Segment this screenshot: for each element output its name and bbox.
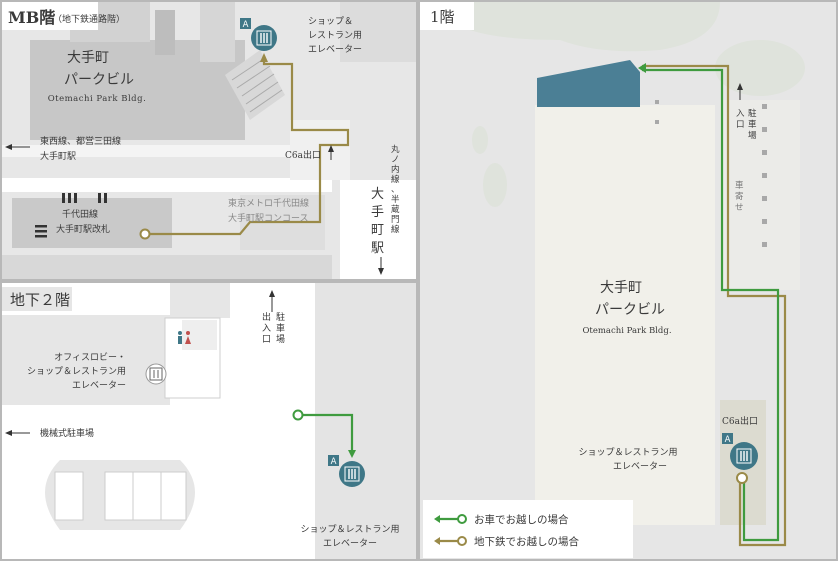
b2-floor-panel: 地下２階 オフィスロビー・ ショップ＆レストラン用 エレベーター 駐車場 出入口… [2,283,416,559]
mb-subtitle: （地下鉄通路階） [53,13,125,25]
mb-chiyoda-label-2: 大手町駅改札 [56,223,110,235]
f1-elevator-label-2: エレベーター [613,461,667,472]
mb-title: MB階 [8,8,55,27]
f1-elevator-badge: A [725,435,731,445]
mb-lower-block [2,255,332,279]
f1-title-box [420,2,474,30]
f1-route-arrow [638,63,646,73]
mb-route-arrow [260,53,268,62]
f1-drop-off-lane [720,100,800,290]
mb-corridor-upper [2,145,302,157]
f1-frame [418,0,838,561]
parking-bay [160,471,187,521]
mb-building-name-2: パークビル [64,72,134,88]
f1-route-start [736,472,748,484]
mb-elevator-label-2: レストラン用 [308,30,362,41]
mb-corridor-main [2,178,332,192]
parking-bay [104,471,134,521]
b2-title-box [2,287,72,311]
mb-staircase [225,50,285,120]
mb-frame [0,0,418,281]
b2-elevator-badge: A [331,457,337,467]
b2-office-label-1: オフィスロビー・ [54,352,126,363]
legend-car: お車でお越しの場合 [434,513,569,526]
mb-subway-route [145,56,350,236]
mb-exit-label: C6a出口 [285,149,321,161]
v1: 丸 [391,144,400,155]
parking-bay [54,471,84,521]
tree-area [460,2,720,52]
mb-tozai-label-1: 東西線、都営三田線 [40,135,121,147]
b2-parking-entrance: 駐車場 出入口 [262,311,288,345]
mb-elevator-label-3: エレベーター [308,44,362,55]
b2-elevator-label-1: ショップ＆レストラン用 [300,524,399,535]
f1-building-floor [535,105,715,525]
f1-building-name-en: Otemachi Park Bldg. [582,326,671,336]
mb-corridor-east [340,180,416,279]
f1-elevator-label-1: ショップ＆レストラン用 [578,447,677,458]
tree-area [483,163,507,207]
mb-elevator-badge: A [243,20,249,30]
mb-elevator-label-1: ショップ＆ [308,16,353,27]
mb-otemachi-station: 大手町駅 [371,187,384,256]
legend-box [423,500,633,558]
tree-area [715,40,805,96]
mb-route-start [139,228,151,240]
f1-pillar-dots [655,100,767,247]
mb-pillar [155,10,175,55]
f1-building-name-1: 大手町 [600,280,642,296]
b2-area-north [170,283,230,318]
b2-office-label-3: エレベーター [72,380,126,391]
b2-office-label-2: ショップ＆レストラン用 [27,366,126,377]
b2-restroom-box [182,320,217,350]
f1-exit-label: C6a出口 [722,415,758,427]
b2-route-arrow [348,450,356,458]
mb-building-name-1: 大手町 [67,50,109,66]
legend-subway-label: 地下鉄でお越しの場合 [474,535,579,548]
f1-floor-panel: 1階 大手町 パークビル Otemachi Park Bldg. 入口 駐車場 … [420,2,836,559]
b2-area-east [315,283,416,559]
mb-concourse-label-1: 東京メトロ千代田線 [228,197,309,209]
f1-title: 1階 [430,8,455,26]
mb-tozai-label-2: 大手町駅 [40,150,76,162]
b2-elevator-icon: A [328,455,365,487]
mb-ticket-gate-icon [35,193,107,238]
b2-car-route [298,413,354,452]
parking-bay [132,471,162,521]
mb-right-block [340,2,416,62]
mb-concourse-label-2: 大手町駅コンコース [228,212,309,224]
b2-elevator-label-2: エレベーター [323,538,377,549]
f1-building-roof [537,60,640,107]
mb-title-box [2,2,98,30]
legend-subway: 地下鉄でお越しの場合 [434,535,579,548]
restroom-icon [178,331,191,344]
legend-car-label: お車でお越しの場合 [474,513,569,526]
f1-subway-route [642,64,787,547]
mb-floor-panel: MB階 （地下鉄通路階） 大手町 パークビル Otemachi Park Bld… [2,2,416,279]
mb-building-annex [200,2,235,62]
f1-car-stop: 車寄せ [735,180,744,213]
mb-chiyoda-block [12,198,172,248]
b2-title: 地下２階 [10,291,70,309]
b2-mech-parking-label: 機械式駐車場 [40,427,94,439]
f1-car-route [642,68,780,542]
f1-elevator-icon: A [722,433,758,470]
b2-frame [0,281,418,561]
mb-chiyoda-label-1: 千代田線 [62,208,98,220]
mb-elevator-icon: A [240,18,277,51]
f1-parking-entrance: 入口 駐車場 [736,108,757,141]
tree-area [472,126,488,154]
b2-office-elevator-icon [145,363,167,385]
mb-building-name-en: Otemachi Park Bldg. [48,94,147,104]
mb-marunouchi-label: 丸ノ内線、半蔵門線 [391,144,400,235]
b2-area-west [2,315,170,405]
f1-building-name-2: パークビル [595,302,665,318]
b2-route-start [292,409,304,421]
